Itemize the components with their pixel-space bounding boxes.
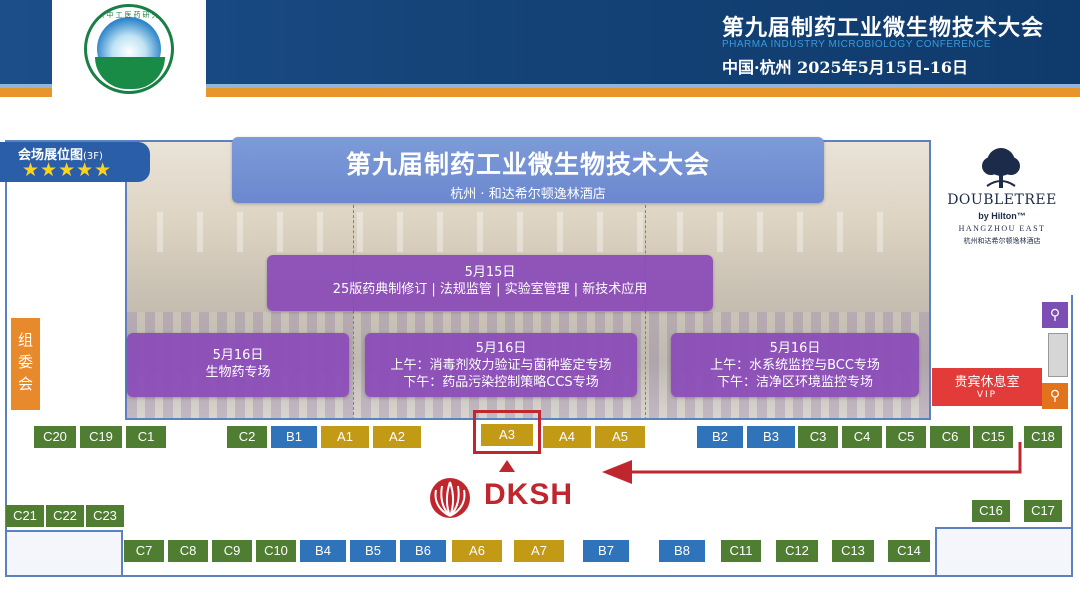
vip-lounge: 贵宾休息室 VIP (932, 368, 1042, 406)
section-title: 会场展位图(3F) (18, 148, 103, 163)
logo-ground (95, 57, 165, 89)
dksh-wordmark: DKSH (484, 478, 574, 511)
booth-B6[interactable]: B6 (400, 540, 446, 562)
booth-C9[interactable]: C9 (212, 540, 252, 562)
booth-B7[interactable]: B7 (583, 540, 629, 562)
header-subtitle: PHARMA INDUSTRY MICROBIOLOGY CONFERENCE (722, 39, 991, 50)
session-mid: 5月16日 上午：消毒剂效力验证与菌种鉴定专场 下午：药品污染控制策略CCS专场 (365, 333, 637, 397)
session-right-pm: 下午：洁净区环境监控专场 (716, 375, 873, 390)
session-mid-am: 上午：消毒剂效力验证与菌种鉴定专场 (390, 358, 612, 373)
booth-A7[interactable]: A7 (514, 540, 564, 562)
header-orange-stripe (0, 88, 1080, 97)
booth-C11[interactable]: C11 (721, 540, 761, 562)
booth-B2[interactable]: B2 (697, 426, 743, 448)
session-right-date: 5月16日 (769, 341, 821, 356)
hotel-city: HANGZHOU EAST (958, 224, 1046, 233)
session-right: 5月16日 上午：水系统监控与BCC专场 下午：洁净区环境监控专场 (671, 333, 919, 397)
session-mid-pm: 下午：药品污染控制策略CCS专场 (403, 375, 599, 390)
booth-C23[interactable]: C23 (86, 505, 124, 527)
facility-stack-icon (1048, 333, 1068, 377)
header-title: 第九届制药工业微生物技术大会 (722, 16, 1045, 41)
header-light-stripe (0, 84, 1080, 88)
booth-C8[interactable]: C8 (168, 540, 208, 562)
logo-ring-text: 北京中工医药研究院 (88, 11, 170, 19)
booth-B4[interactable]: B4 (300, 540, 346, 562)
booth-C20[interactable]: C20 (34, 426, 76, 448)
session-main-topic: 25版药典制修订 | 法规监管 | 实验室管理 | 新技术应用 (332, 282, 648, 297)
organizer-char-1: 组 (17, 331, 33, 349)
booth-C21[interactable]: C21 (6, 505, 44, 527)
booth-C19[interactable]: C19 (80, 426, 122, 448)
booth-A2[interactable]: A2 (373, 426, 421, 448)
booth-C18[interactable]: C18 (1024, 426, 1062, 448)
dksh-logo-icon (430, 478, 470, 518)
hotel-cn-name: 杭州和达希尔顿逸林酒店 (963, 237, 1041, 245)
booth-A3[interactable]: A3 (481, 424, 533, 446)
session-main-date: 5月15日 (464, 265, 516, 280)
session-left-topic: 生物药专场 (205, 365, 271, 380)
vip-label: 贵宾休息室 (954, 375, 1020, 390)
institute-logo: 北京中工医药研究院 (84, 4, 174, 94)
organizer-char-3: 会 (17, 375, 33, 393)
booth-B3[interactable]: B3 (747, 426, 795, 448)
booth-B8[interactable]: B8 (659, 540, 705, 562)
conference-banner: 第九届制药工业微生物技术大会 杭州 · 和达希尔顿逸林酒店 (232, 137, 824, 203)
pointer-up-icon (499, 460, 515, 472)
booth-C15[interactable]: C15 (973, 426, 1013, 448)
lower-right-area (935, 527, 1073, 577)
hotel-logo: DOUBLETREE by Hilton™ HANGZHOU EAST 杭州和达… (931, 140, 1073, 295)
booth-C5[interactable]: C5 (886, 426, 926, 448)
restroom-icon: ⚲ (1042, 302, 1068, 328)
organizer-desk: 组 委 会 (11, 318, 40, 410)
booth-C12[interactable]: C12 (776, 540, 818, 562)
booth-C7[interactable]: C7 (124, 540, 164, 562)
session-main: 5月15日 25版药典制修订 | 法规监管 | 实验室管理 | 新技术应用 (267, 255, 713, 311)
header-location-date: 中国·杭州 2025年5月15日-16日 (722, 58, 968, 77)
booth-C4[interactable]: C4 (842, 426, 882, 448)
booth-A1[interactable]: A1 (321, 426, 369, 448)
lower-left-area (5, 530, 123, 577)
highlight-frame-A3 (473, 410, 541, 454)
booth-C10[interactable]: C10 (256, 540, 296, 562)
route-arrow-icon (602, 442, 1022, 484)
booth-C14[interactable]: C14 (888, 540, 930, 562)
booth-A6[interactable]: A6 (452, 540, 502, 562)
hotel-name: DOUBLETREE (947, 192, 1057, 208)
booth-C6[interactable]: C6 (930, 426, 970, 448)
banner-title: 第九届制药工业微生物技术大会 (345, 150, 710, 179)
session-left-date: 5月16日 (212, 348, 264, 363)
banner-venue: 杭州 · 和达希尔顿逸林酒店 (450, 187, 606, 202)
tree-icon (982, 148, 1020, 188)
booth-C3[interactable]: C3 (798, 426, 838, 448)
session-right-am: 上午：水系统监控与BCC专场 (710, 358, 880, 373)
booth-C1[interactable]: C1 (126, 426, 166, 448)
organizer-char-2: 委 (17, 353, 33, 371)
session-mid-date: 5月16日 (475, 341, 527, 356)
booth-C16[interactable]: C16 (972, 500, 1010, 522)
booth-A5[interactable]: A5 (595, 426, 645, 448)
entrance-icon: ⚲ (1042, 383, 1068, 409)
booth-C22[interactable]: C22 (46, 505, 84, 527)
booth-C2[interactable]: C2 (227, 426, 267, 448)
session-left: 5月16日 生物药专场 (127, 333, 349, 397)
booth-A4[interactable]: A4 (543, 426, 591, 448)
hall-lights (157, 212, 897, 252)
booth-B5[interactable]: B5 (350, 540, 396, 562)
section-label-bg (0, 142, 150, 182)
booth-B1[interactable]: B1 (271, 426, 317, 448)
star-rating: ★★★★★ (22, 159, 113, 181)
hotel-by: by Hilton™ (978, 211, 1026, 221)
booth-C13[interactable]: C13 (832, 540, 874, 562)
vip-en-label: VIP (976, 390, 998, 400)
booth-C17[interactable]: C17 (1024, 500, 1062, 522)
